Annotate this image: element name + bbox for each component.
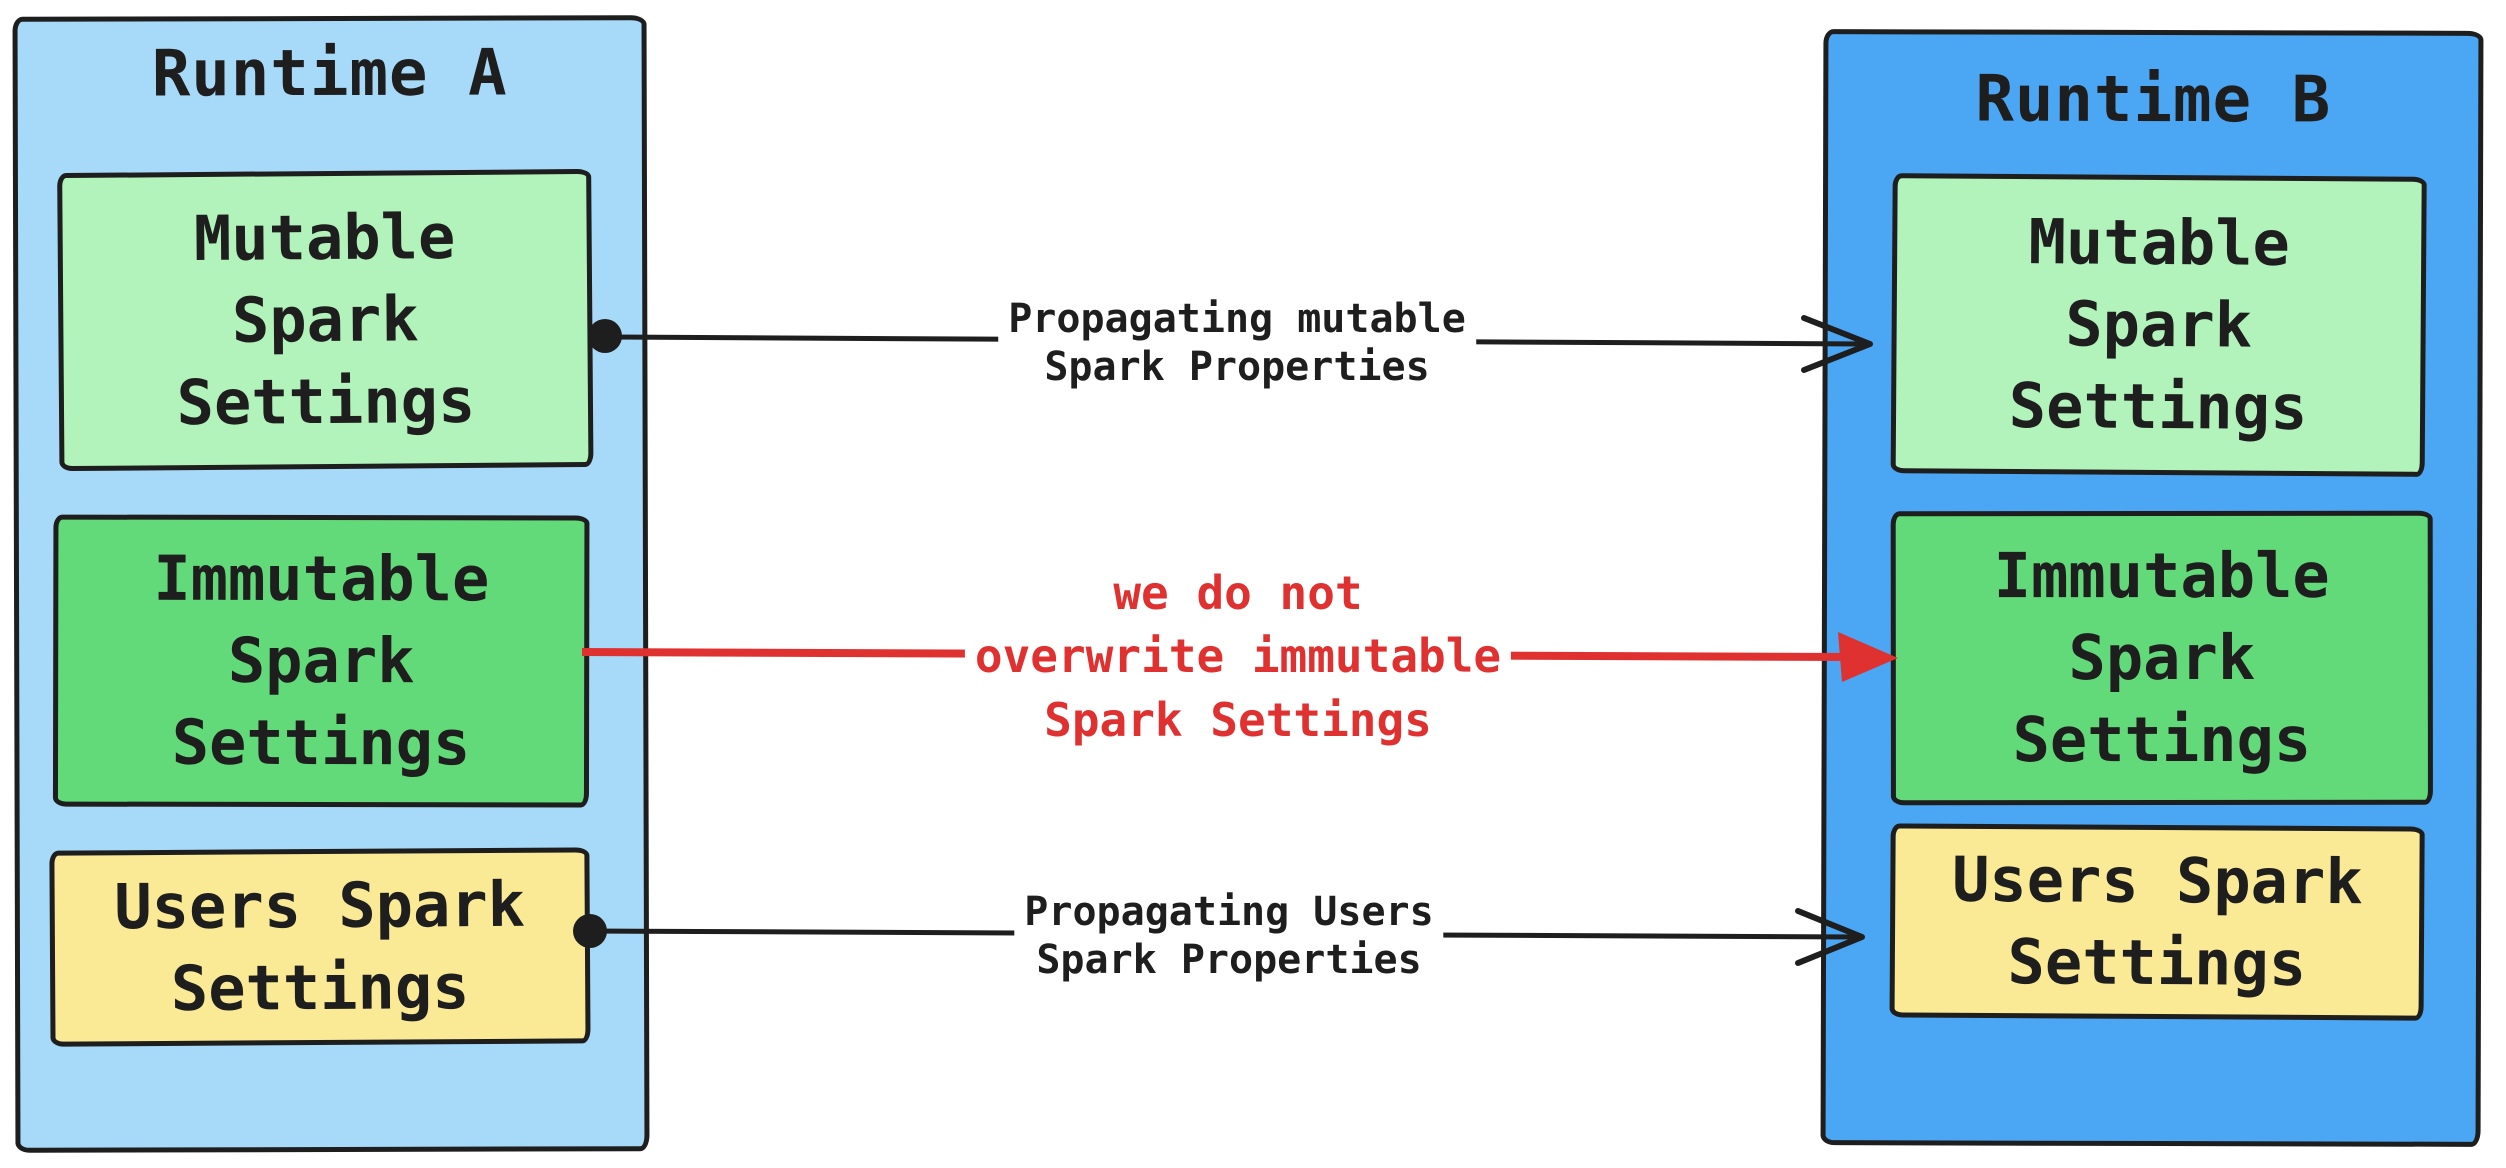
arrow-label-no-overwrite-immutable: we do not overwrite immutable Spark Sett…	[964, 559, 1512, 755]
box-label: Immutable Spark Settings	[153, 541, 490, 780]
arrow-label-propagating-users: Propagating Users Spark Properties	[1014, 886, 1444, 986]
runtime-a-title: Runtime A	[151, 36, 508, 112]
box-label: Mutable Spark Settings	[176, 200, 476, 440]
runtime-b-title: Runtime B	[1975, 62, 2332, 138]
runtime-b-box-mutable: Mutable Spark Settings	[1890, 173, 2427, 477]
box-label: Mutable Spark Settings	[2008, 205, 2308, 444]
box-label: Users Spark Settings	[1951, 842, 2363, 1000]
runtime-a-box-mutable: Mutable Spark Settings	[57, 168, 594, 472]
runtime-a-box-immutable: Immutable Spark Settings	[52, 514, 590, 808]
box-label: Immutable Spark Settings	[1993, 539, 2330, 777]
box-label: Users Spark Settings	[114, 867, 526, 1025]
runtime-b-box-immutable: Immutable Spark Settings	[1890, 510, 2433, 806]
runtime-b-box-users: Users Spark Settings	[1889, 823, 2425, 1021]
runtime-b-container: Runtime B Mutable Spark Settings Immutab…	[1820, 29, 2484, 1147]
runtime-a-container: Runtime A Mutable Spark Settings Immutab…	[12, 15, 650, 1153]
arrow-label-propagating-mutable: Propagating mutable Spark Properties	[998, 293, 1476, 393]
runtime-a-box-users: Users Spark Settings	[49, 847, 591, 1047]
